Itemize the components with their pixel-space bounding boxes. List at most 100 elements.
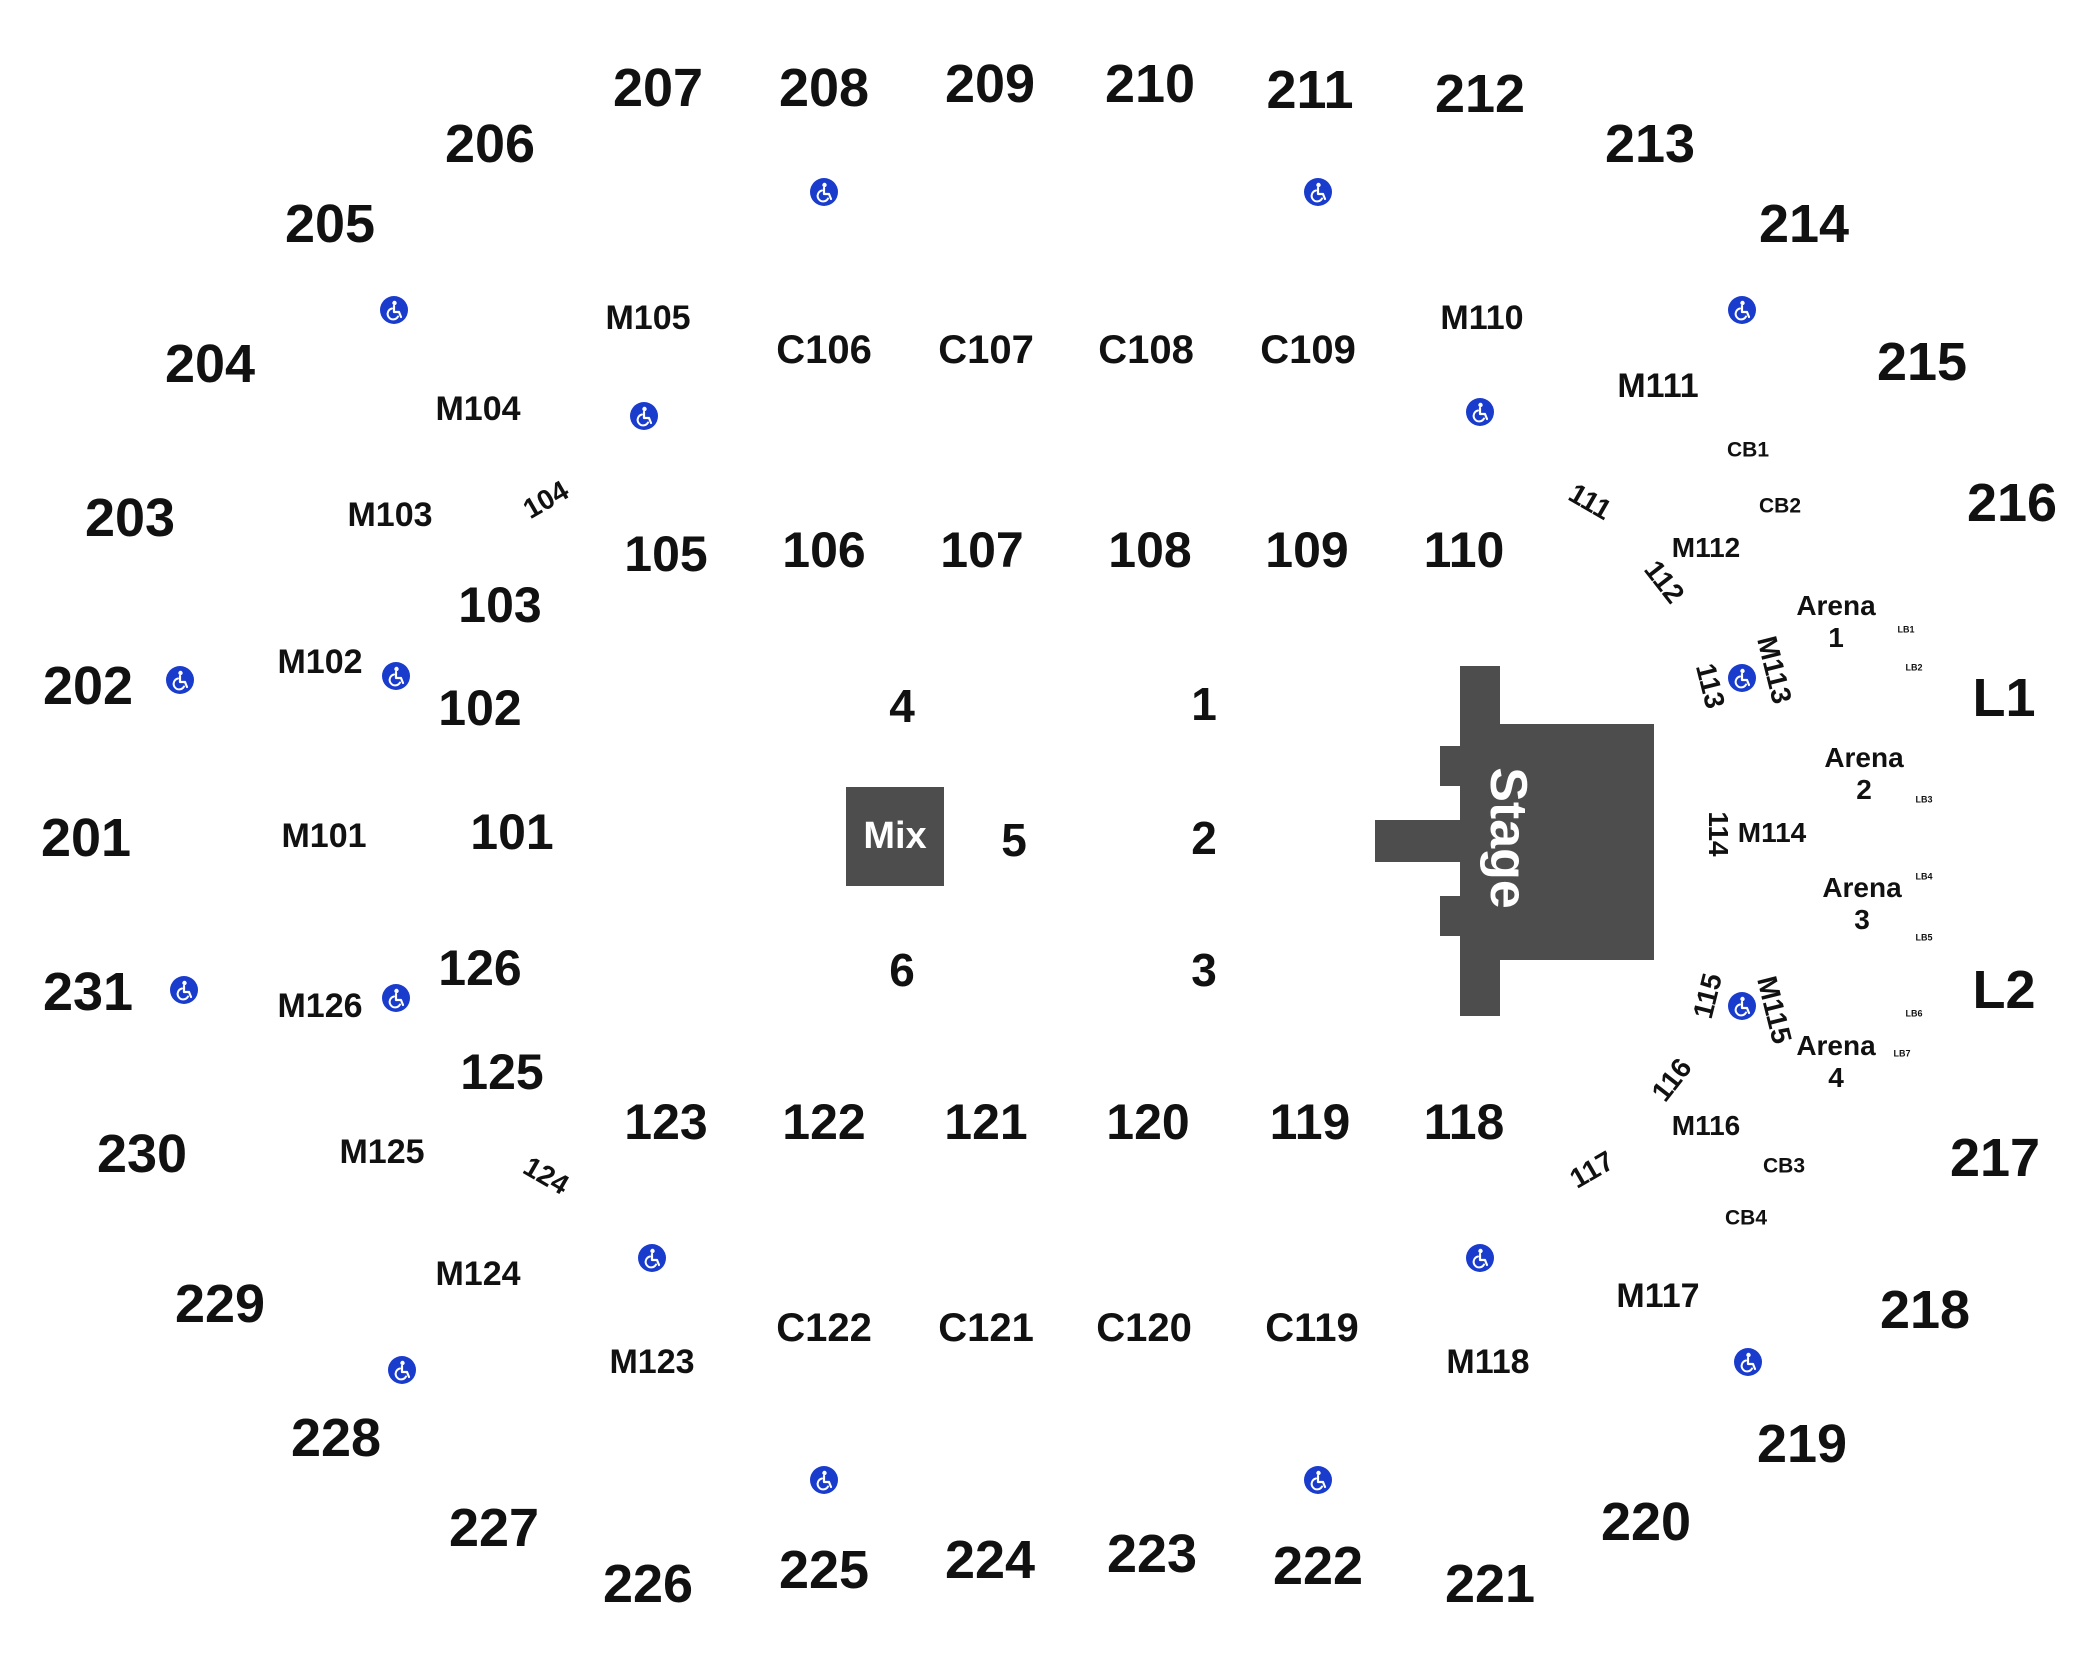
- section-C122[interactable]: C122: [776, 1306, 872, 1350]
- section-LB3[interactable]: LB3: [1915, 794, 1933, 805]
- section-225[interactable]: 225: [778, 1540, 870, 1600]
- section-123[interactable]: 123: [624, 1094, 708, 1150]
- section-221[interactable]: 221: [1444, 1554, 1536, 1614]
- section-228[interactable]: 228: [290, 1408, 382, 1468]
- section-M102[interactable]: M102: [277, 643, 363, 681]
- section-212[interactable]: 212: [1434, 64, 1526, 124]
- floor-section-4[interactable]: 4: [889, 680, 915, 732]
- section-126[interactable]: 126: [438, 940, 522, 996]
- section-121[interactable]: 121: [944, 1094, 1028, 1150]
- section-M111[interactable]: M111: [1617, 367, 1699, 405]
- section-M104[interactable]: M104: [435, 390, 521, 428]
- floor-section-1[interactable]: 1: [1191, 678, 1217, 730]
- section-203[interactable]: 203: [84, 488, 176, 548]
- section-223[interactable]: 223: [1106, 1524, 1198, 1584]
- section-214[interactable]: 214: [1758, 194, 1850, 254]
- section-216[interactable]: 216: [1966, 473, 2058, 533]
- section-C108[interactable]: C108: [1098, 328, 1194, 372]
- section-110[interactable]: 110: [1423, 522, 1505, 578]
- section-arena-4[interactable]: Arena 4: [1796, 1030, 1875, 1094]
- section-206[interactable]: 206: [444, 114, 536, 174]
- section-215[interactable]: 215: [1876, 332, 1968, 392]
- section-C121[interactable]: C121: [938, 1306, 1034, 1350]
- section-LB4[interactable]: LB4: [1915, 871, 1933, 882]
- section-207[interactable]: 207: [612, 58, 704, 118]
- wheelchair-icon: [1728, 664, 1756, 692]
- section-204[interactable]: 204: [164, 334, 256, 394]
- section-arena-3[interactable]: Arena 3: [1822, 872, 1901, 936]
- section-CB2[interactable]: CB2: [1758, 494, 1802, 518]
- section-125[interactable]: 125: [460, 1044, 544, 1100]
- section-205[interactable]: 205: [284, 194, 376, 254]
- section-M118[interactable]: M118: [1446, 1343, 1530, 1381]
- section-219[interactable]: 219: [1756, 1414, 1848, 1474]
- section-230[interactable]: 230: [96, 1124, 188, 1184]
- section-109[interactable]: 109: [1265, 522, 1349, 578]
- section-210[interactable]: 210: [1104, 54, 1196, 114]
- section-C109[interactable]: C109: [1260, 328, 1356, 372]
- section-103[interactable]: 103: [458, 577, 542, 633]
- section-101[interactable]: 101: [470, 804, 554, 860]
- section-227[interactable]: 227: [448, 1498, 540, 1558]
- section-M117[interactable]: M117: [1616, 1277, 1700, 1315]
- section-108[interactable]: 108: [1108, 522, 1192, 578]
- section-LB6[interactable]: LB6: [1905, 1008, 1923, 1019]
- section-229[interactable]: 229: [174, 1274, 266, 1334]
- section-C106[interactable]: C106: [776, 328, 872, 372]
- floor-section-2[interactable]: 2: [1191, 812, 1217, 864]
- section-LB7[interactable]: LB7: [1893, 1048, 1911, 1059]
- section-224[interactable]: 224: [944, 1530, 1036, 1590]
- section-209[interactable]: 209: [944, 54, 1036, 114]
- section-M126[interactable]: M126: [277, 987, 363, 1025]
- section-M123[interactable]: M123: [609, 1343, 695, 1381]
- section-CB4[interactable]: CB4: [1724, 1206, 1768, 1230]
- section-LB1[interactable]: LB1: [1897, 624, 1915, 635]
- section-218[interactable]: 218: [1879, 1280, 1971, 1340]
- section-208[interactable]: 208: [778, 58, 870, 118]
- section-107[interactable]: 107: [940, 522, 1024, 578]
- section-114[interactable]: 114: [1703, 811, 1734, 857]
- section-CB1[interactable]: CB1: [1726, 438, 1770, 462]
- section-213[interactable]: 213: [1604, 114, 1696, 174]
- section-217[interactable]: 217: [1949, 1128, 2041, 1188]
- section-M125[interactable]: M125: [339, 1133, 425, 1171]
- section-231[interactable]: 231: [42, 962, 134, 1022]
- section-M110[interactable]: M110: [1440, 299, 1524, 337]
- stage-platform[interactable]: [1375, 666, 1654, 1016]
- section-LB5[interactable]: LB5: [1915, 932, 1933, 943]
- section-222[interactable]: 222: [1272, 1536, 1364, 1596]
- section-211[interactable]: 211: [1266, 60, 1354, 120]
- section-102[interactable]: 102: [438, 680, 522, 736]
- section-120[interactable]: 120: [1106, 1094, 1190, 1150]
- section-M101[interactable]: M101: [281, 817, 367, 855]
- section-M124[interactable]: M124: [435, 1255, 521, 1293]
- section-M116[interactable]: M116: [1671, 1110, 1741, 1141]
- section-C107[interactable]: C107: [938, 328, 1034, 372]
- mix-booth[interactable]: Mix: [846, 787, 944, 886]
- section-M103[interactable]: M103: [347, 496, 433, 534]
- section-M105[interactable]: M105: [605, 299, 691, 337]
- section-226[interactable]: 226: [602, 1554, 694, 1614]
- section-arena-1[interactable]: Arena 1: [1796, 590, 1875, 654]
- floor-section-5[interactable]: 5: [1001, 814, 1027, 866]
- section-118[interactable]: 118: [1423, 1094, 1505, 1150]
- section-M112[interactable]: M112: [1671, 532, 1741, 563]
- section-C120[interactable]: C120: [1096, 1306, 1192, 1350]
- section-L2[interactable]: L2: [1972, 960, 2036, 1020]
- floor-section-3[interactable]: 3: [1191, 944, 1217, 996]
- section-CB3[interactable]: CB3: [1762, 1154, 1806, 1178]
- section-220[interactable]: 220: [1600, 1492, 1692, 1552]
- section-106[interactable]: 106: [782, 522, 866, 578]
- section-M114[interactable]: M114: [1737, 817, 1807, 848]
- section-L1[interactable]: L1: [1972, 668, 2036, 728]
- section-arena-2[interactable]: Arena 2: [1824, 742, 1903, 806]
- section-119[interactable]: 119: [1269, 1094, 1351, 1150]
- section-122[interactable]: 122: [782, 1094, 866, 1150]
- section-LB2[interactable]: LB2: [1905, 662, 1923, 673]
- floor-section-6[interactable]: 6: [889, 944, 915, 996]
- section-201[interactable]: 201: [40, 808, 132, 868]
- section-202[interactable]: 202: [42, 656, 134, 716]
- section-C119[interactable]: C119: [1265, 1306, 1359, 1350]
- section-105[interactable]: 105: [624, 526, 708, 582]
